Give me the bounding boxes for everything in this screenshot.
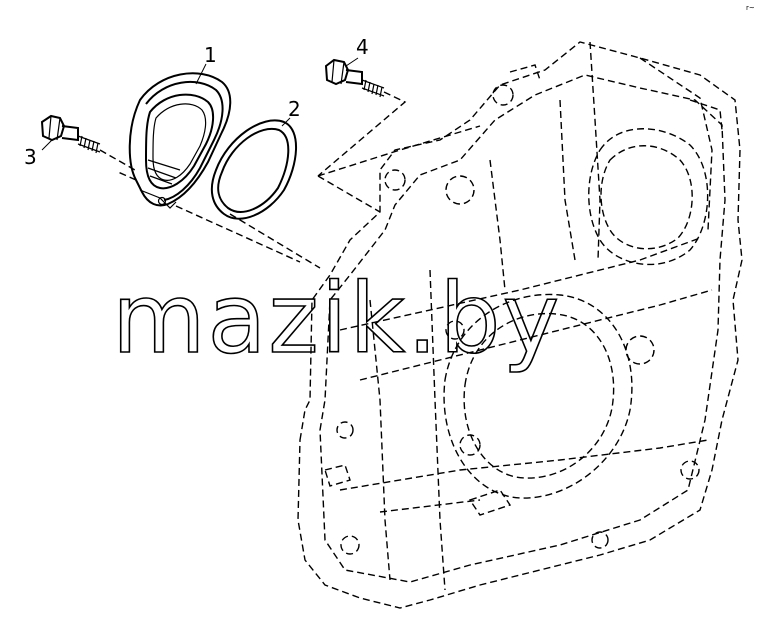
leader-lines — [41, 57, 359, 151]
callout-1: 1 — [204, 43, 217, 67]
bolt-part-3 — [40, 114, 136, 171]
flywheel-housing — [297, 41, 743, 609]
corner-mark: r~ — [746, 4, 755, 12]
watermark: mazik.by — [112, 263, 561, 375]
o-ring-part-2 — [210, 119, 321, 269]
leader-4 — [345, 57, 359, 67]
callout-4: 4 — [356, 35, 369, 59]
leader-3 — [41, 139, 53, 151]
bolt-part-4 — [317, 58, 407, 177]
seal-carrier-part-1 — [117, 72, 301, 263]
callout-3: 3 — [24, 145, 37, 169]
leader-2 — [281, 117, 291, 127]
leader-1 — [195, 63, 207, 85]
callout-2: 2 — [288, 97, 301, 121]
